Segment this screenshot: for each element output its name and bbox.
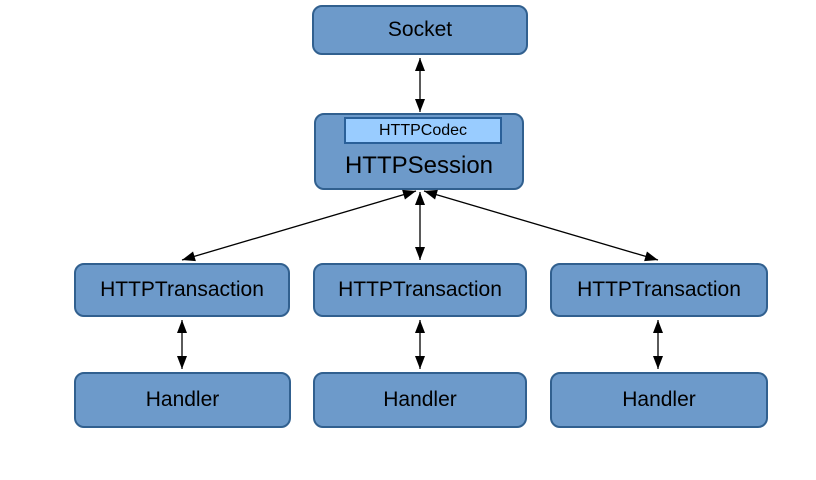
handler-label-2: Handler: [383, 388, 457, 411]
handler-label-3: Handler: [622, 388, 696, 411]
handler-node-2: Handler: [313, 372, 527, 428]
httpcodec-label: HTTPCodec: [378, 121, 468, 139]
httpcodec-node: HTTPCodec: [344, 117, 502, 144]
httptransaction-node-3: HTTPTransaction: [550, 263, 768, 317]
arrow-session-transaction-3: [423, 189, 659, 262]
httpsession-node: HTTPCodec HTTPSession: [314, 113, 524, 190]
socket-node: Socket: [312, 5, 528, 55]
handler-node-1: Handler: [74, 372, 291, 428]
httpsession-label: HTTPSession: [344, 152, 494, 179]
httptransaction-label-1: HTTPTransaction: [100, 278, 264, 301]
httptransaction-node-1: HTTPTransaction: [74, 263, 290, 317]
httptransaction-label-2: HTTPTransaction: [338, 278, 502, 301]
handler-node-3: Handler: [550, 372, 768, 428]
httptransaction-label-3: HTTPTransaction: [577, 278, 741, 301]
httptransaction-node-2: HTTPTransaction: [313, 263, 527, 317]
arrow-session-transaction-1: [181, 189, 417, 262]
socket-label: Socket: [387, 18, 453, 41]
handler-label-1: Handler: [145, 388, 220, 411]
httpsession-label-wrap: HTTPSession: [316, 144, 522, 188]
